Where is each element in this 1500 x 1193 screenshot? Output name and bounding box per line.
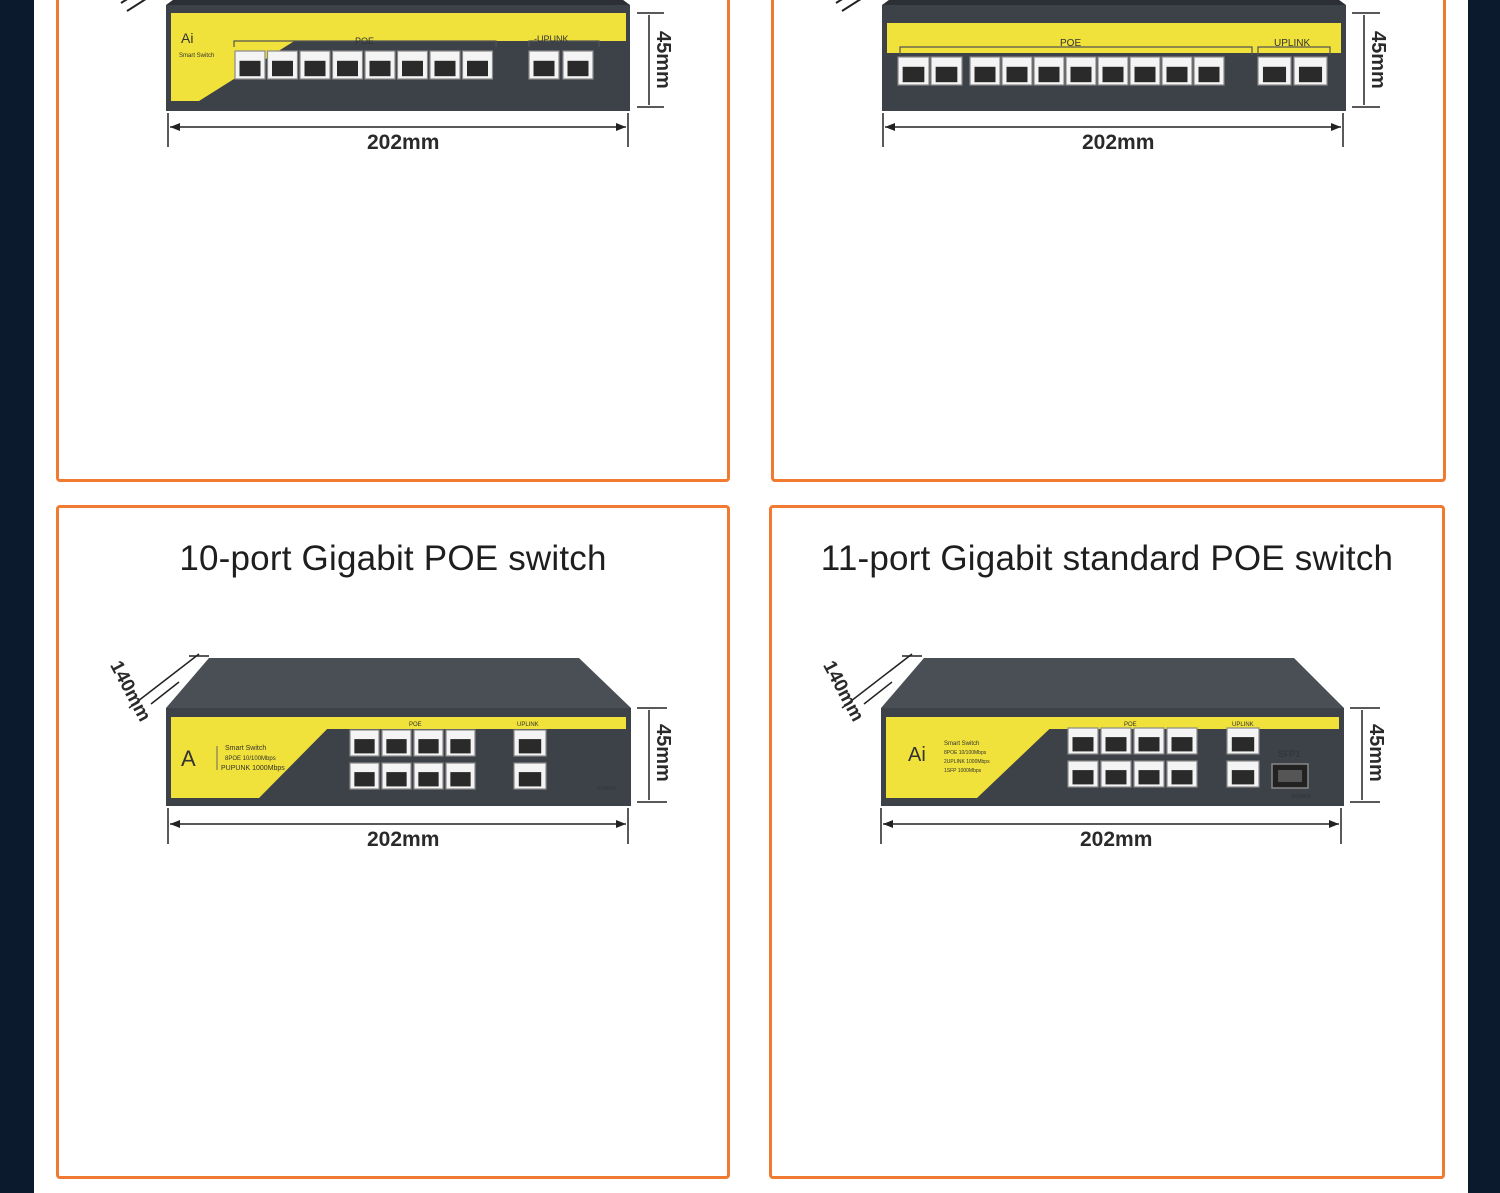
rj45-socket <box>1198 66 1220 83</box>
rj45-socket <box>239 60 261 77</box>
switch-drawing-4: 140mm Ai Smart Switch 8POE 10/100Mbps 2U… <box>818 653 1387 851</box>
rj45-socket <box>1231 770 1255 785</box>
switch-card-1: Ai Smart Switch POE -UPUNK 45mm 202mm <box>56 0 730 482</box>
rj45-socket <box>1105 737 1127 752</box>
width-label: 202mm <box>367 131 439 154</box>
svg-text:8POE 10/100Mbps: 8POE 10/100Mbps <box>225 756 276 762</box>
rj45-socket <box>1072 770 1094 785</box>
switch-drawing-2: POE UPLINK 45mm 202mm <box>835 0 1389 154</box>
rj45-socket <box>354 772 375 787</box>
svg-text:UPLINK: UPLINK <box>1232 722 1254 728</box>
sfp-label: SFP1 <box>1278 749 1301 759</box>
svg-text:Smart Switch: Smart Switch <box>225 745 266 752</box>
svg-text:POE: POE <box>409 722 422 728</box>
rj45-socket <box>434 60 456 77</box>
rj45-socket <box>386 772 407 787</box>
brand-logo: A <box>181 746 196 771</box>
switch-card-3: 10-port Gigabit POE switch 140mm A Smart… <box>56 505 730 1179</box>
card-title: 10-port Gigabit POE switch <box>179 539 607 578</box>
uplink-group-label: UPLINK <box>1274 38 1310 49</box>
rj45-socket <box>418 739 439 754</box>
rj45-socket <box>386 739 407 754</box>
svg-text:2UPLINK 1000Mbps: 2UPLINK 1000Mbps <box>944 759 990 765</box>
rj45-ports <box>1067 727 1260 788</box>
rj45-socket <box>1072 737 1094 752</box>
rj45-socket <box>418 772 439 787</box>
rj45-socket <box>354 739 375 754</box>
rj45-socket <box>1138 770 1160 785</box>
rj45-ports <box>349 729 547 790</box>
poe-group-label: POE <box>1060 38 1081 49</box>
rj45-socket <box>1166 66 1188 83</box>
rj45-socket <box>902 66 925 83</box>
switch-card-2: POE UPLINK 45mm 202mm <box>771 0 1446 482</box>
rj45-socket <box>518 739 542 754</box>
rj45-socket <box>1298 66 1323 83</box>
rj45-socket <box>369 60 391 77</box>
rj45-socket <box>533 60 555 77</box>
switch-card-4: 11-port Gigabit standard POE switch 140m… <box>769 505 1445 1179</box>
svg-text:POWER: POWER <box>597 786 616 792</box>
rj45-socket <box>1138 737 1160 752</box>
rj45-socket <box>1006 66 1028 83</box>
rj45-ports <box>234 50 594 80</box>
rj45-socket <box>450 739 471 754</box>
width-label: 202mm <box>1082 131 1154 154</box>
yellow-panel <box>171 717 339 798</box>
width-label: 202mm <box>1080 828 1152 851</box>
rj45-socket <box>567 60 589 77</box>
rj45-socket <box>1102 66 1124 83</box>
height-label: 45mm <box>1365 724 1387 782</box>
switch-drawing-1: Ai Smart Switch POE -UPUNK 45mm 202mm <box>120 0 674 154</box>
rj45-socket <box>450 772 471 787</box>
svg-text:Smart Switch: Smart Switch <box>179 53 214 59</box>
height-label: 45mm <box>652 31 674 89</box>
rj45-socket <box>272 60 293 77</box>
depth-label: 140mm <box>105 657 154 725</box>
uplink-group-label: -UPUNK <box>534 34 569 44</box>
svg-text:POWER: POWER <box>1292 794 1311 800</box>
rj45-socket <box>1038 66 1060 83</box>
svg-text:UPLINK: UPLINK <box>517 722 539 728</box>
rj45-socket <box>1231 737 1255 752</box>
rj45-socket <box>1134 66 1156 83</box>
rj45-socket <box>935 66 958 83</box>
rj45-socket <box>1262 66 1287 83</box>
rj45-socket <box>974 66 996 83</box>
yellow-panel <box>887 23 1341 53</box>
switch-drawing-3: 140mm A Smart Switch 8POE 10/100Mbps PUP… <box>105 653 674 851</box>
svg-text:8POE 10/100Mbps: 8POE 10/100Mbps <box>944 750 987 756</box>
depth-label: 140mm <box>818 657 867 725</box>
rj45-socket <box>467 60 488 77</box>
rj45-ports <box>897 56 1328 86</box>
poe-group-label: POE <box>355 36 374 46</box>
brand-logo: Ai <box>908 744 926 766</box>
rj45-socket <box>402 60 423 77</box>
svg-text:Smart Switch: Smart Switch <box>944 741 979 747</box>
width-label: 202mm <box>367 828 439 851</box>
rj45-socket <box>1171 770 1193 785</box>
rj45-socket <box>518 772 542 787</box>
rj45-socket <box>1070 66 1092 83</box>
height-label: 45mm <box>1367 31 1389 89</box>
svg-text:POE: POE <box>1124 722 1137 728</box>
rj45-socket <box>304 60 326 77</box>
yellow-panel <box>886 717 1062 798</box>
rj45-socket <box>337 60 358 77</box>
brand-logo: Ai <box>181 30 193 46</box>
svg-text:1SFP 1000Mbps: 1SFP 1000Mbps <box>944 768 982 774</box>
card-title: 11-port Gigabit standard POE switch <box>820 539 1394 578</box>
svg-text:PUPUNK 1000Mbps: PUPUNK 1000Mbps <box>221 765 285 772</box>
rj45-socket <box>1105 770 1127 785</box>
rj45-socket <box>1171 737 1193 752</box>
height-label: 45mm <box>652 724 674 782</box>
